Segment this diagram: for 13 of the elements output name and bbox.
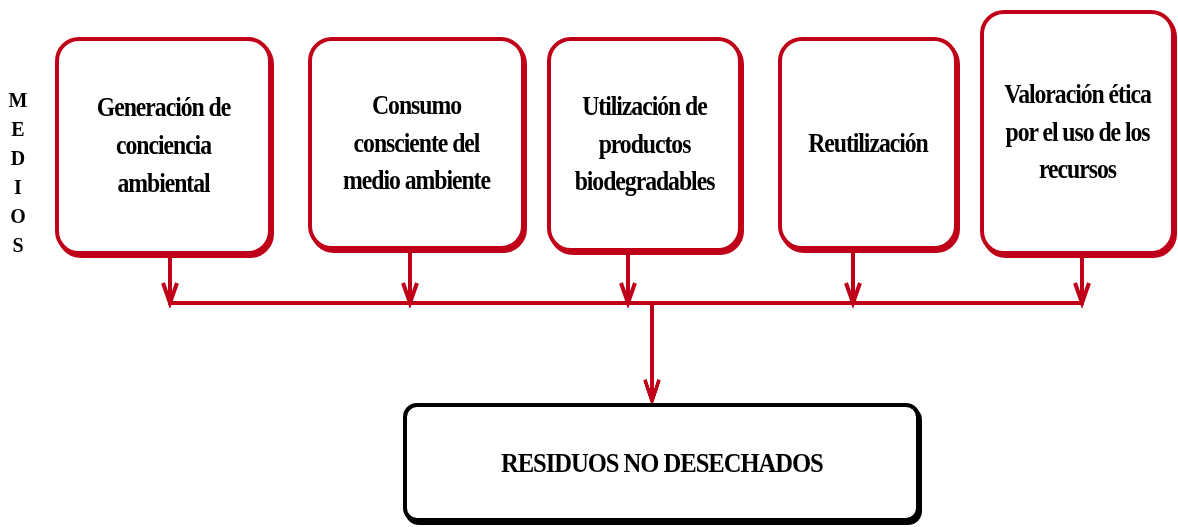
box-label: Generación de conciencia ambiental <box>95 91 232 200</box>
vertical-label: MEDIOS <box>8 88 28 258</box>
process-box <box>55 37 272 255</box>
process-box <box>308 37 525 250</box>
box-label: Reutilización <box>808 126 928 160</box>
box-label: Consumo consciente del medio ambiente <box>342 88 492 198</box>
process-box <box>547 37 742 252</box>
process-box <box>980 10 1175 255</box>
box-label: Utilización de productos biodegradables <box>573 89 716 199</box>
box-label: RESIDUOS NO DESECHADOS <box>500 445 823 480</box>
process-box <box>778 37 958 250</box>
box-label: Valoración ética por el uso de los recursos <box>1004 77 1151 187</box>
result-box <box>403 403 920 522</box>
